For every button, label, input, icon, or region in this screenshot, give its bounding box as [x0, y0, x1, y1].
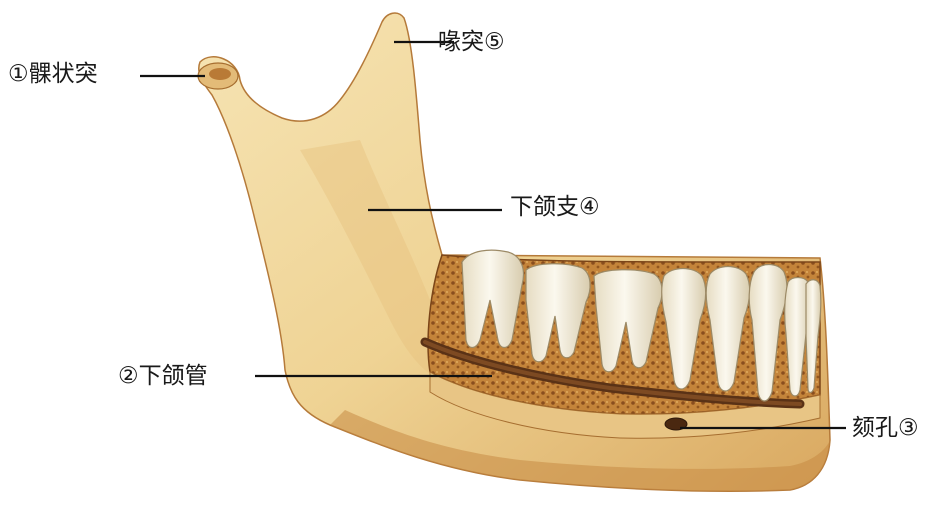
label-mental-foramen: 颏孔③	[852, 414, 919, 442]
label-ramus: 下颌支④	[510, 193, 600, 221]
label-mandibular-canal: ②下颌管	[118, 362, 208, 390]
label-coronoid-process: 喙突⑤	[438, 28, 505, 56]
label-condylar-process: ①髁状突	[8, 60, 98, 88]
